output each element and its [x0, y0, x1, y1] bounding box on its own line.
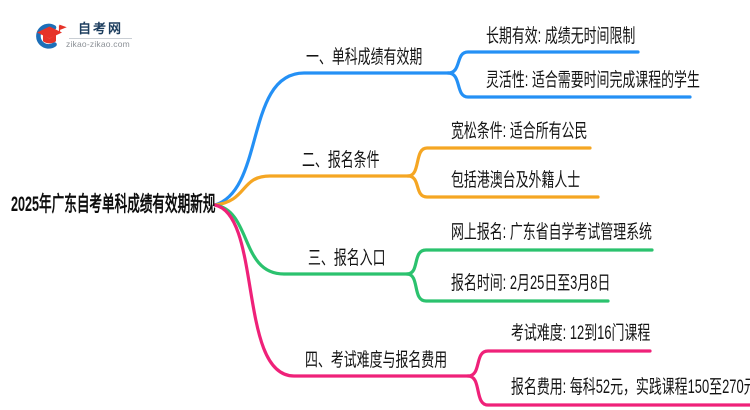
- branch-4-child-1-label: 考试难度: 12到16门课程: [511, 323, 651, 344]
- branch-2-label: 二、报名条件: [302, 150, 380, 171]
- branch-4-main-line: [213, 203, 470, 378]
- branch-1-child-2-line: [446, 71, 692, 99]
- branch-4-label: 四、考试难度与报名费用: [305, 350, 448, 371]
- branch-1-label: 一、单科成绩有效期: [306, 47, 423, 68]
- site-name: 自考网: [78, 21, 124, 36]
- graduation-cap-icon: [36, 23, 67, 49]
- branch-3-child-1-line: [405, 248, 654, 276]
- branch-3-child-2-label: 报名时间: 2月25日至3月8日: [451, 273, 611, 294]
- branch-3-label: 三、报名入口: [308, 248, 386, 269]
- branch-1-main-line: [213, 71, 450, 207]
- branch-1-child-2-label: 灵活性: 适合需要时间完成课程的学生: [486, 70, 700, 91]
- site-logo: 自考网 zikao-zikao.com: [33, 22, 143, 52]
- branch-2-child-2-label: 包括港澳台及外籍人士: [451, 170, 581, 191]
- branch-1-child-1-label: 长期有效: 成绩无时间限制: [486, 26, 636, 47]
- branch-4-child-2-line: [466, 374, 750, 407]
- branch-3-child-1-label: 网上报名: 广东省自学考试管理系统: [451, 222, 652, 243]
- branch-4-child-2-label: 报名费用: 每科52元，实践课程150至270元: [511, 377, 750, 398]
- branch-3-child-2-line: [405, 272, 610, 303]
- root-node-title: 2025年广东自考单科成绩有效期新规: [11, 193, 216, 216]
- branch-4-child-1-line: [466, 349, 652, 378]
- branch-2-child-1-label: 宽松条件: 适合所有公民: [451, 121, 588, 142]
- logo-divider: [69, 38, 132, 39]
- site-url: zikao-zikao.com: [66, 39, 130, 49]
- branch-2-main-line: [213, 174, 410, 207]
- branch-2-child-2-line: [406, 174, 600, 199]
